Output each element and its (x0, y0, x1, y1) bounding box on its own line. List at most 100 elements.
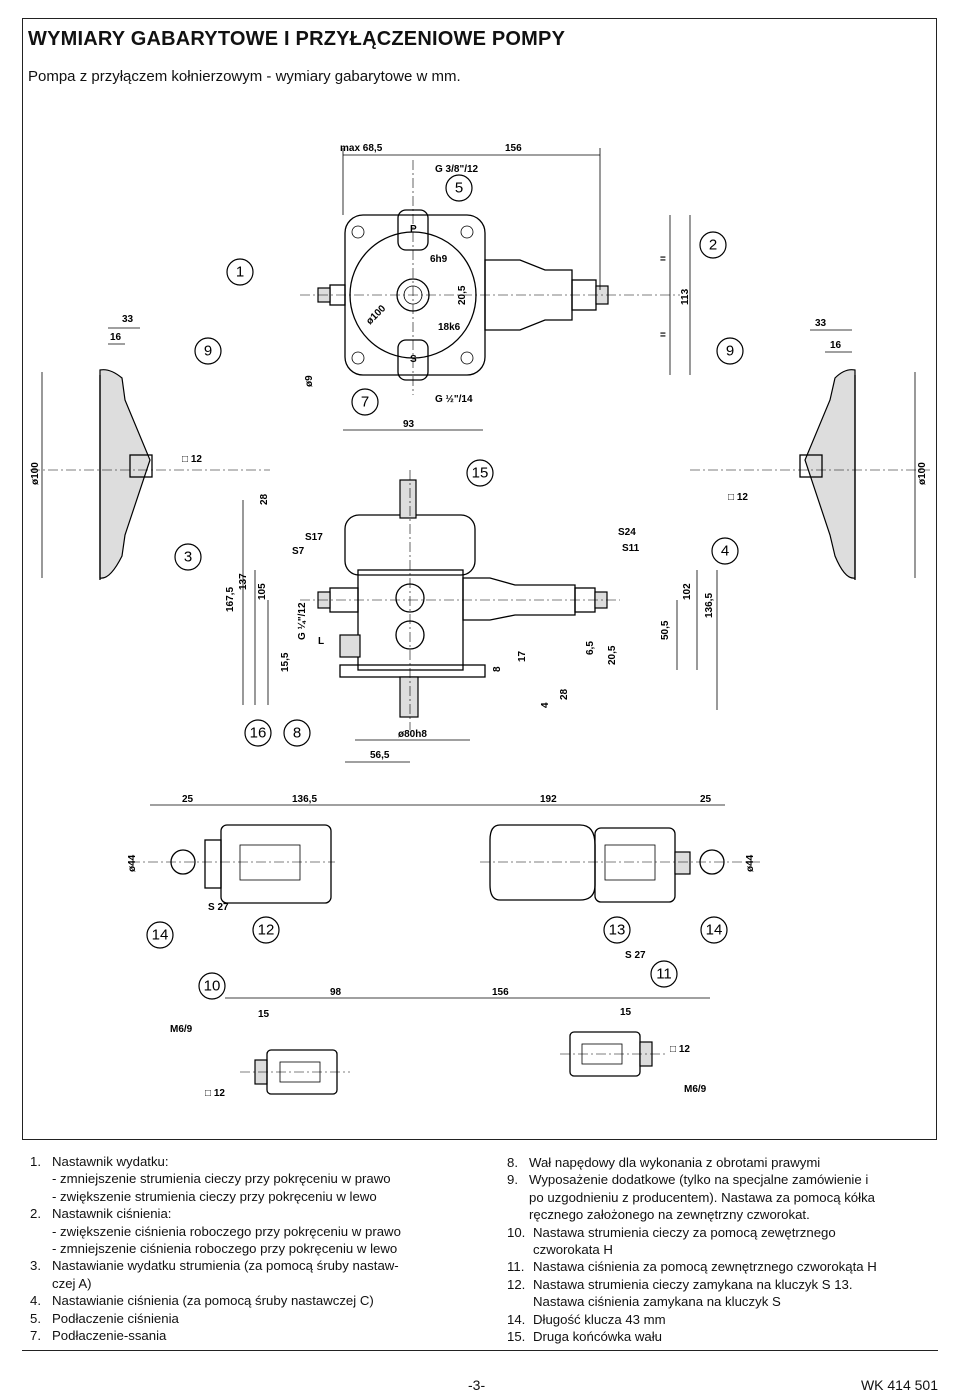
dim-28-bottom: 28 (559, 688, 570, 700)
wrench-s11: S11 (622, 543, 640, 554)
dim-44-right: ø44 (745, 854, 756, 872)
top-view: max 68,5 156 G 3/8"/12 6h9 18k6 20,5 ø10… (108, 143, 852, 431)
bottom-view: 25 136,5 192 25 ø44 ø44 S 27 S 27 98 156… (127, 794, 760, 1099)
wrench-s17: S17 (305, 532, 323, 543)
dim-33-left: 33 (122, 314, 134, 325)
handwheel-left: ø100 (30, 369, 270, 580)
dim-port-top: G 3/8"/12 (435, 164, 479, 175)
note-item: 7.Podłaczenie-ssania (30, 1328, 167, 1344)
dim-6h9: 6h9 (430, 254, 448, 265)
callout-2: 2 (699, 231, 727, 259)
side-view: □ 12 □ 12 28 S17 S7 S24 S11 167,5 137 10… (182, 454, 748, 763)
dim-16-left: 16 (110, 332, 122, 343)
callout-10: 10 (198, 972, 226, 1000)
dim-113: 113 (680, 288, 691, 305)
note-item: 8.Wał napędowy dla wykonania z obrotami … (507, 1155, 821, 1170)
notes-left-list: 1.Nastawnik wydatku: - zmniejszenie stru… (30, 1153, 465, 1344)
thread-m6-right: M6/9 (684, 1084, 707, 1095)
dim-156-bottom: 156 (492, 987, 509, 998)
dim-20-5-side: 20,5 (607, 645, 618, 665)
dim-15-5: 15,5 (280, 652, 291, 672)
eq-mark-bottom: = (660, 330, 666, 341)
dim-93: 93 (403, 419, 415, 430)
dim-15-right: 15 (620, 1007, 632, 1018)
dim-25-left: 25 (182, 794, 194, 805)
mark-p: P (410, 224, 417, 235)
svg-text:15: 15 (472, 465, 489, 482)
note-item: 11.Nastawa ciśnienia za pomocą zewnętrzn… (507, 1259, 877, 1275)
dim-16-right: 16 (830, 340, 842, 351)
dim-102: 102 (682, 583, 693, 600)
dim-167-5: 167,5 (225, 587, 236, 612)
note-item: 1.Nastawnik wydatku: - zmniejszenie stru… (30, 1154, 391, 1204)
callouts: 1 2 3 4 5 7 8 9 9 10 11 12 13 14 14 15 1… (146, 174, 744, 1000)
dim-8: 8 (492, 666, 503, 672)
dim-17: 17 (517, 650, 528, 662)
dim-max-68-5: max 68,5 (340, 143, 383, 154)
dim-flange-dia: ø100 (364, 303, 388, 327)
dim-sq12-key-left: □ 12 (205, 1088, 225, 1099)
svg-text:12: 12 (258, 922, 275, 939)
callout-7: 7 (351, 388, 379, 416)
notes-right-list: 8.Wał napędowy dla wykonania z obrotami … (507, 1154, 927, 1345)
svg-text:9: 9 (726, 343, 734, 360)
svg-text:2: 2 (709, 237, 717, 254)
page-subtitle: Pompa z przyłączem kołnierzowym - wymiar… (28, 68, 461, 85)
dim-192: 192 (540, 794, 557, 805)
page-frame (22, 18, 937, 1140)
callout-3: 3 (174, 543, 202, 571)
callout-15: 15 (466, 459, 494, 487)
svg-text:3: 3 (184, 549, 192, 566)
handwheel-right: ø100 (690, 369, 930, 580)
dim-105: 105 (257, 583, 268, 600)
note-item: 9.Wyposażenie dodatkowe (tylko na specja… (507, 1172, 876, 1223)
svg-text:11: 11 (656, 966, 672, 983)
thread-m6-left: M6/9 (170, 1024, 193, 1035)
note-item: 15.Druga końcówka wału (507, 1329, 663, 1345)
note-item: 4.Nastawianie ciśnienia (za pomocą śruby… (30, 1293, 374, 1309)
dim-4: 4 (540, 702, 551, 708)
port-l-size: G ¼"/12 (297, 602, 308, 640)
dim-56-5: 56,5 (370, 750, 390, 761)
note-item: 3.Nastawianie wydatku strumienia (za pom… (30, 1258, 399, 1291)
callout-8: 8 (283, 719, 311, 747)
svg-text:9: 9 (204, 343, 212, 360)
wrench-s24: S24 (618, 527, 636, 538)
callout-1: 1 (226, 258, 254, 286)
dim-137: 137 (238, 573, 249, 590)
dim-6-5: 6,5 (585, 641, 596, 655)
svg-text:10: 10 (204, 978, 221, 995)
callout-9-left: 9 (194, 337, 222, 365)
page-title: WYMIARY GABARYTOWE I PRZYŁĄCZENIOWE POMP… (28, 28, 566, 50)
mark-l: L (318, 636, 324, 647)
wrench-s27-right: S 27 (625, 950, 646, 961)
dim-wheel-dia-right: ø100 (917, 462, 928, 485)
eq-mark-top: = (660, 254, 666, 265)
dim-28: 28 (259, 493, 270, 505)
svg-text:14: 14 (706, 922, 723, 939)
dim-18k6: 18k6 (438, 322, 461, 333)
wrench-s27-left: S 27 (208, 902, 229, 913)
page-number: -3- (468, 1377, 486, 1393)
svg-text:13: 13 (609, 922, 626, 939)
note-item: 2.Nastawnik ciśnienia: - zwiększenie ciś… (30, 1206, 401, 1257)
svg-text:5: 5 (455, 180, 463, 197)
dim-25-right: 25 (700, 794, 712, 805)
dim-136-5: 136,5 (704, 593, 715, 618)
dim-33-right: 33 (815, 318, 827, 329)
callout-14-left: 14 (146, 921, 174, 949)
callout-9-right: 9 (716, 337, 744, 365)
document-code: WK 414 501 (860, 1377, 938, 1393)
dim-sq12-right: □ 12 (728, 492, 748, 503)
dim-hole-9: ø9 (304, 375, 315, 387)
dim-156: 156 (505, 143, 522, 154)
callout-5: 5 (445, 174, 473, 202)
svg-text:7: 7 (361, 394, 369, 411)
svg-text:4: 4 (721, 543, 729, 560)
dim-sq12-key-right: □ 12 (670, 1044, 690, 1055)
svg-text:8: 8 (293, 725, 301, 742)
footer-rule (22, 1350, 938, 1351)
note-item: 14.Długość klucza 43 mm (507, 1311, 666, 1327)
dim-port-bottom: G ½"/14 (435, 394, 473, 405)
wrench-s7: S7 (292, 546, 305, 557)
